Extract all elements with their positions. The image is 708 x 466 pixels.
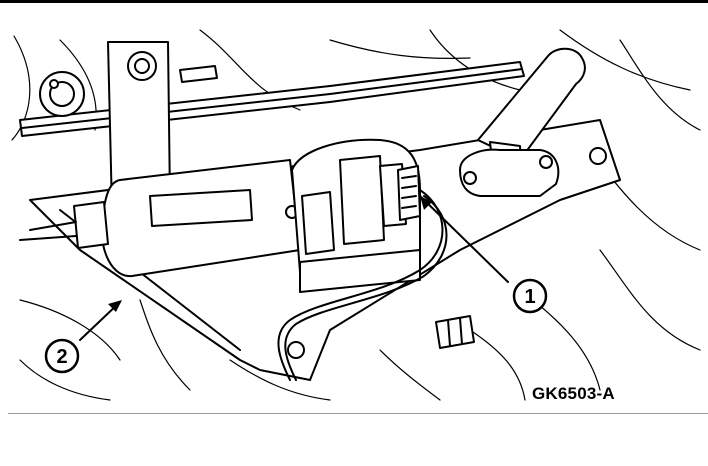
top-rule	[0, 0, 708, 3]
figure-id-label: GK6503-A	[532, 384, 615, 403]
callout-2-label: 2	[56, 346, 67, 368]
wiper-motor	[19, 159, 301, 278]
wiring-harness	[277, 189, 448, 381]
leader-line-1	[419, 195, 509, 283]
bottom-rule	[8, 413, 708, 414]
background-contours	[11, 29, 701, 401]
callout-1-label: 1	[524, 286, 535, 308]
lower-plug	[435, 315, 475, 349]
crank-arm	[459, 47, 586, 197]
leader-arrow-1	[420, 196, 432, 210]
electrical-connector	[397, 165, 421, 221]
wiper-linkage	[19, 61, 525, 137]
callout-2: 2	[44, 338, 80, 374]
callout-1: 1	[512, 278, 548, 314]
mount-bracket-arm	[107, 41, 171, 211]
left-pivot	[39, 71, 85, 117]
gearbox-housing	[291, 138, 421, 293]
leader-arrow-2	[108, 300, 122, 312]
